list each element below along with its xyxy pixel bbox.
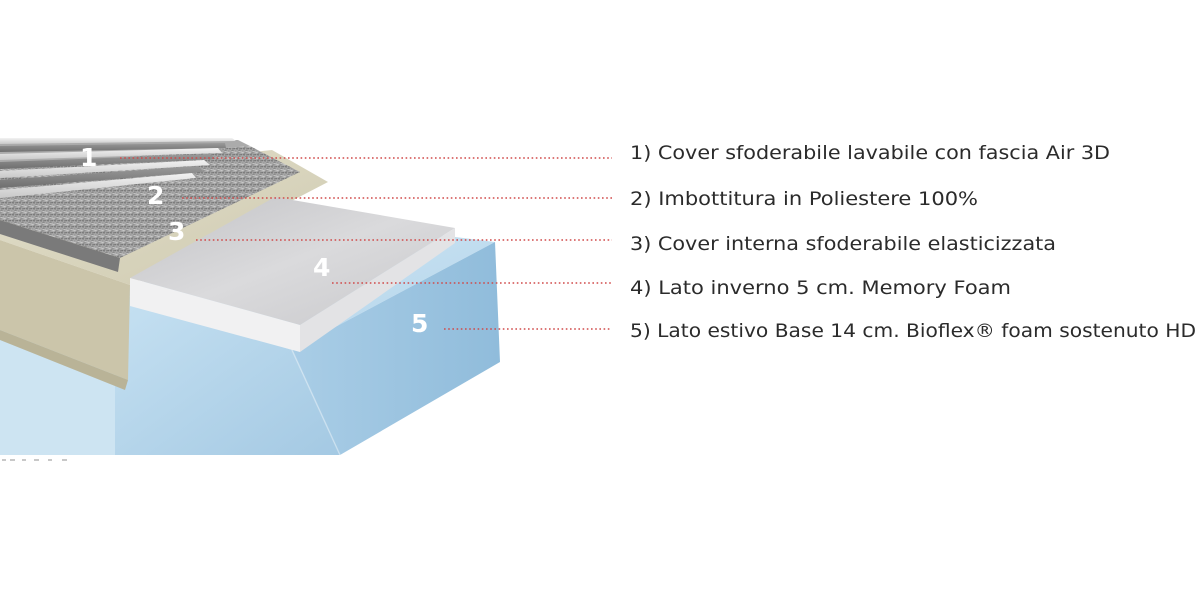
layer-labels: 1) Cover sfoderabile lavabile con fascia… <box>630 142 1196 342</box>
layer-label-1: 1) Cover sfoderabile lavabile con fascia… <box>630 142 1110 164</box>
layer-number-3: 3 <box>168 217 185 246</box>
layer-number-5: 5 <box>411 309 428 338</box>
inner-cover-front-face <box>0 240 130 380</box>
memory-foam-layer <box>130 197 455 352</box>
memory-foam-top-face <box>130 197 455 325</box>
leader-lines <box>120 157 612 330</box>
layer-label-2: 2) Imbottitura in Poliestere 100% <box>630 188 978 210</box>
padding-front-face <box>0 220 120 272</box>
layer-number-2: 2 <box>147 181 164 210</box>
polyester-padding-layer <box>0 146 300 272</box>
outer-cover-layer <box>0 138 250 198</box>
layer-number-1: 1 <box>80 143 97 172</box>
decorative-dots <box>2 459 67 461</box>
layer-numbers: 1 2 3 4 5 <box>80 143 428 338</box>
base-foam-side-face <box>292 242 500 455</box>
padding-top-face <box>0 146 300 258</box>
base-foam-front-face <box>115 292 340 455</box>
memory-foam-front-face <box>130 278 300 352</box>
layer-number-4: 4 <box>313 253 330 282</box>
layer-label-3: 3) Cover interna sfoderabile elasticizza… <box>630 233 1056 255</box>
layer-label-5: 5) Lato estivo Base 14 cm. Bioflex® foam… <box>630 320 1196 342</box>
memory-foam-side-face <box>300 228 455 352</box>
layer-label-4: 4) Lato inverno 5 cm. Memory Foam <box>630 277 1011 299</box>
